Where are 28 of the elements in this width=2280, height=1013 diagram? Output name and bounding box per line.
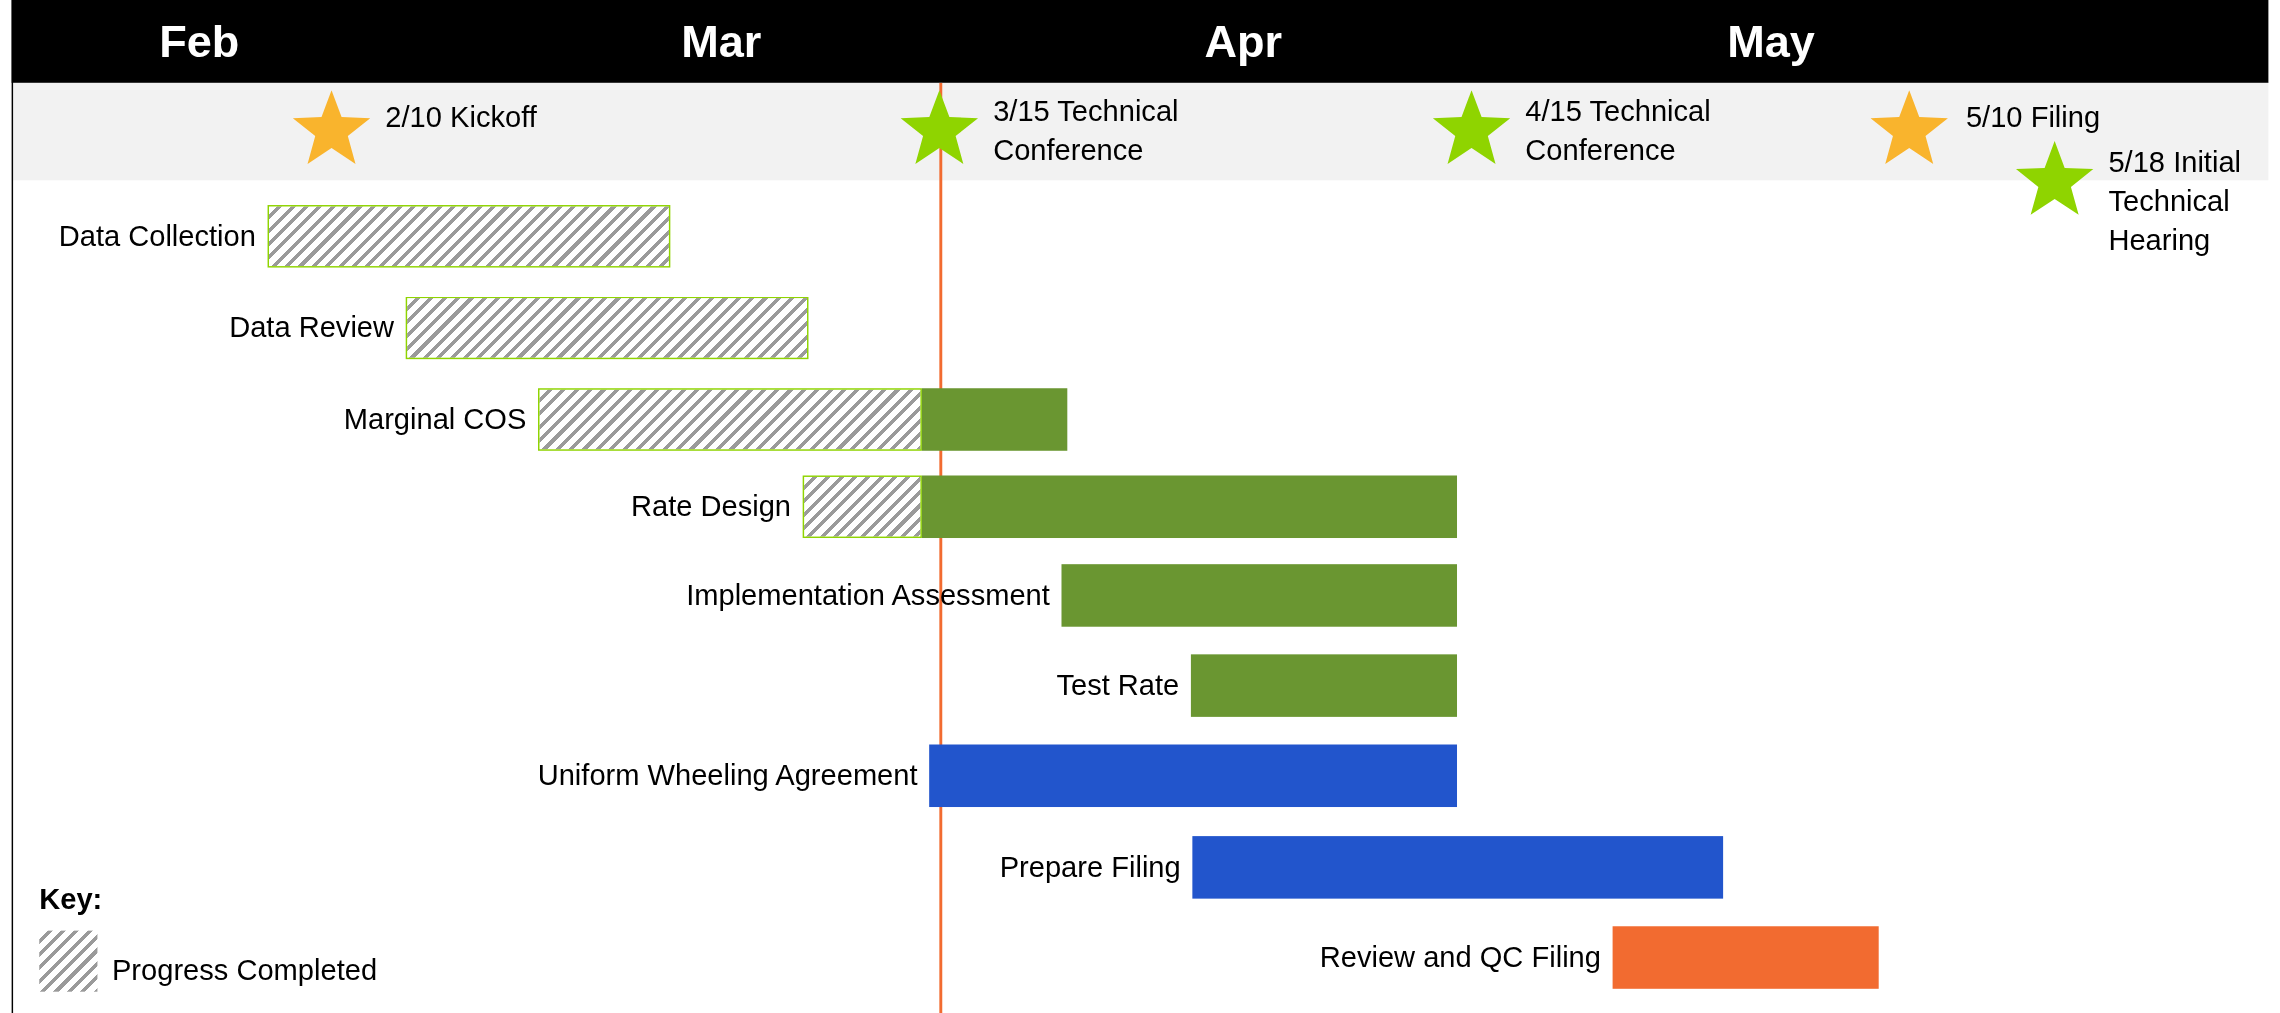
task-bar bbox=[405, 296, 809, 360]
task-bar bbox=[1190, 654, 1457, 717]
task-label: Review and QC Filing bbox=[1318, 939, 1601, 975]
task-label: Data Review bbox=[228, 310, 395, 346]
milestone-label: 2/10 Kickoff bbox=[385, 99, 538, 135]
task-bar bbox=[802, 475, 1457, 538]
task-bar bbox=[929, 744, 1457, 808]
task-label: Prepare Filing bbox=[998, 849, 1181, 885]
milestone-label: 5/10 Filing bbox=[1965, 99, 2102, 135]
task-label: Test Rate bbox=[1055, 667, 1180, 703]
month-label: Apr bbox=[1203, 15, 1284, 69]
task-bar bbox=[1612, 926, 1879, 989]
key-heading: Key: bbox=[39, 881, 103, 917]
task-label: Marginal COS bbox=[342, 401, 527, 437]
task-bar bbox=[538, 388, 1068, 451]
month-label: May bbox=[1726, 15, 1816, 69]
month-label: Feb bbox=[158, 15, 241, 69]
task-bar bbox=[1192, 836, 1724, 899]
month-label: Mar bbox=[680, 15, 763, 69]
task-bar bbox=[267, 205, 671, 268]
task-label: Rate Design bbox=[630, 489, 792, 524]
legend-label: Progress Completed bbox=[111, 952, 378, 988]
task-label: Data Collection bbox=[57, 218, 256, 254]
milestone-label: 4/15 Technical Conference bbox=[1525, 93, 1712, 168]
task-label: Uniform Wheeling Agreement bbox=[536, 758, 918, 794]
milestone-label: 5/18 Initial Technical Hearing bbox=[2108, 144, 2242, 258]
milestone-label: 3/15 Technical Conference bbox=[993, 93, 1180, 168]
task-bar bbox=[1061, 564, 1457, 627]
